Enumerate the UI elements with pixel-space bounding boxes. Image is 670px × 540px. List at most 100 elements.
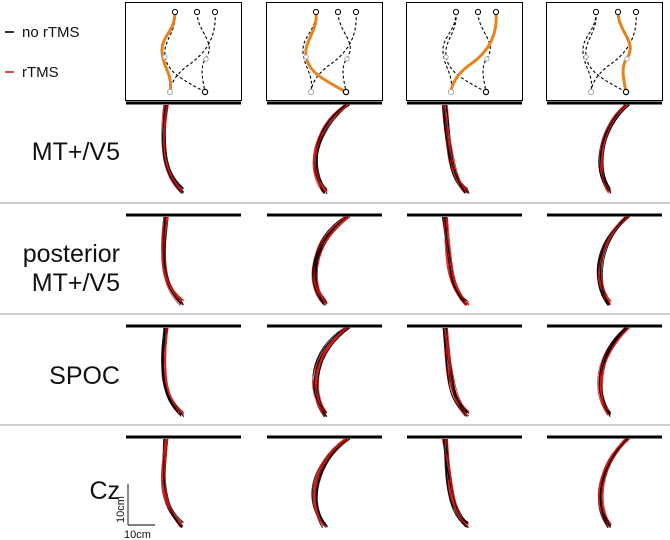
via-marker-circle (203, 56, 209, 62)
trajectory-no-rtms (312, 216, 348, 304)
trajectory-panel-r1-c1 (126, 101, 241, 195)
trajectory-rtms (316, 216, 348, 303)
trajectory-panel-r2-c1 (126, 213, 241, 306)
row-label-cz: Cz (89, 477, 120, 505)
end-marker-circle (622, 88, 630, 96)
condition-icon-2 (266, 2, 383, 101)
condition-icon-frame (125, 2, 242, 101)
trajectory-panel-r4-c4 (547, 435, 662, 529)
via-marker-circle (484, 56, 490, 62)
trajectory-no-rtms (600, 104, 627, 190)
condition-icon-4 (546, 2, 663, 101)
trajectory-rtms (600, 216, 626, 303)
trajectory-rtms (163, 104, 183, 192)
trajectory-rtms (164, 327, 184, 413)
via-marker-circle (583, 54, 589, 60)
via-marker-circle (624, 56, 630, 62)
trajectory-no-rtms (443, 216, 467, 302)
trajectory-panels (126, 101, 662, 529)
trajectory-rtms (601, 438, 630, 524)
trajectory-panel-r3-c4 (547, 324, 662, 418)
condition-path-dashed (169, 11, 216, 93)
condition-path-highlight (160, 10, 177, 94)
trajectory-no-rtms (445, 438, 468, 528)
trajectory-rtms (314, 327, 347, 414)
trajectory-no-rtms (163, 327, 181, 414)
trajectory-panel-r3-c2 (267, 324, 382, 418)
end-marker-circle (166, 88, 174, 96)
trajectory-no-rtms (443, 104, 466, 193)
start-marker-circle (614, 8, 622, 16)
trajectory-no-rtms (600, 438, 628, 523)
trajectory-panel-r1-c3 (407, 101, 522, 195)
trajectory-rtms (312, 327, 347, 412)
start-marker-circle (352, 8, 360, 16)
condition-icons (125, 2, 663, 101)
trajectory-panel-r2-c2 (267, 213, 382, 306)
trajectory-panel-r1-c2 (267, 101, 382, 195)
condition-icon-1 (125, 2, 242, 101)
row-labels: MT+/V5 posterior MT+/V5 SPOC Cz (23, 138, 120, 505)
trajectory-no-rtms (315, 438, 347, 528)
trajectory-panel-r4-c2 (267, 435, 382, 529)
trajectory-no-rtms (162, 104, 183, 195)
end-marker-circle (307, 88, 315, 96)
legend-label-rtms: rTMS (22, 64, 59, 81)
trajectory-no-rtms (598, 327, 626, 416)
trajectory-rtms (164, 327, 182, 415)
trajectory-rtms (164, 216, 182, 301)
row-label-posterior-line2: MT+/V5 (32, 269, 120, 297)
scale-label-horizontal: 10cm (124, 529, 151, 540)
trajectory-rtms (600, 327, 630, 415)
start-marker-circle (334, 8, 342, 16)
trajectory-panel-r4-c3 (407, 435, 522, 529)
legend-label-no-rtms: no rTMS (22, 24, 80, 41)
start-marker-circle (193, 8, 201, 16)
trajectory-rtms (162, 216, 184, 302)
start-marker-circle (474, 8, 482, 16)
end-marker-circle (201, 88, 209, 96)
trajectory-rtms (443, 216, 470, 306)
condition-path-dashed (582, 11, 597, 93)
start-marker-circle (171, 8, 179, 16)
trajectory-no-rtms (164, 104, 185, 189)
start-marker-circle (592, 8, 600, 16)
scale-label-vertical: 10cm (115, 496, 127, 523)
condition-path-dashed (442, 11, 457, 93)
start-marker-circle (632, 8, 640, 16)
condition-path-dashed (590, 11, 637, 93)
trajectory-panel-r3-c1 (126, 324, 241, 418)
trajectory-panel-r2-c4 (547, 213, 662, 307)
condition-path-dashed (310, 11, 357, 93)
row-label-posterior-line1: posterior (23, 240, 120, 268)
start-marker-circle (492, 8, 500, 16)
via-marker-circle (344, 56, 350, 62)
condition-path-highlight (449, 10, 498, 94)
trajectory-rtms (444, 327, 470, 412)
row-label-spoc: SPOC (49, 362, 120, 390)
trajectory-rtms (447, 438, 467, 525)
scale-bar: 10cm 10cm (115, 484, 155, 540)
trajectory-rtms (443, 104, 467, 191)
trajectory-panel-r2-c3 (407, 213, 522, 307)
end-marker-circle (342, 88, 350, 96)
trajectory-rtms (161, 216, 183, 305)
legend: no rTMS rTMS (5, 24, 80, 81)
end-marker-circle (482, 88, 490, 96)
trajectory-no-rtms (164, 104, 183, 191)
via-marker-circle (443, 54, 449, 60)
end-marker-circle (587, 88, 595, 96)
trajectory-panel-r3-c3 (407, 324, 522, 418)
condition-icon-frame (266, 2, 383, 101)
trajectory-panel-r4-c1 (126, 435, 241, 529)
trajectory-panel-r1-c4 (547, 101, 662, 194)
condition-icon-3 (406, 2, 523, 101)
condition-icon-frame (406, 2, 523, 101)
trajectory-rtms (600, 104, 627, 194)
trajectory-rtms (164, 438, 183, 526)
start-marker-circle (452, 8, 460, 16)
trajectory-rtms (162, 438, 183, 524)
trajectory-no-rtms (317, 327, 351, 414)
trajectory-rtms (315, 104, 349, 193)
